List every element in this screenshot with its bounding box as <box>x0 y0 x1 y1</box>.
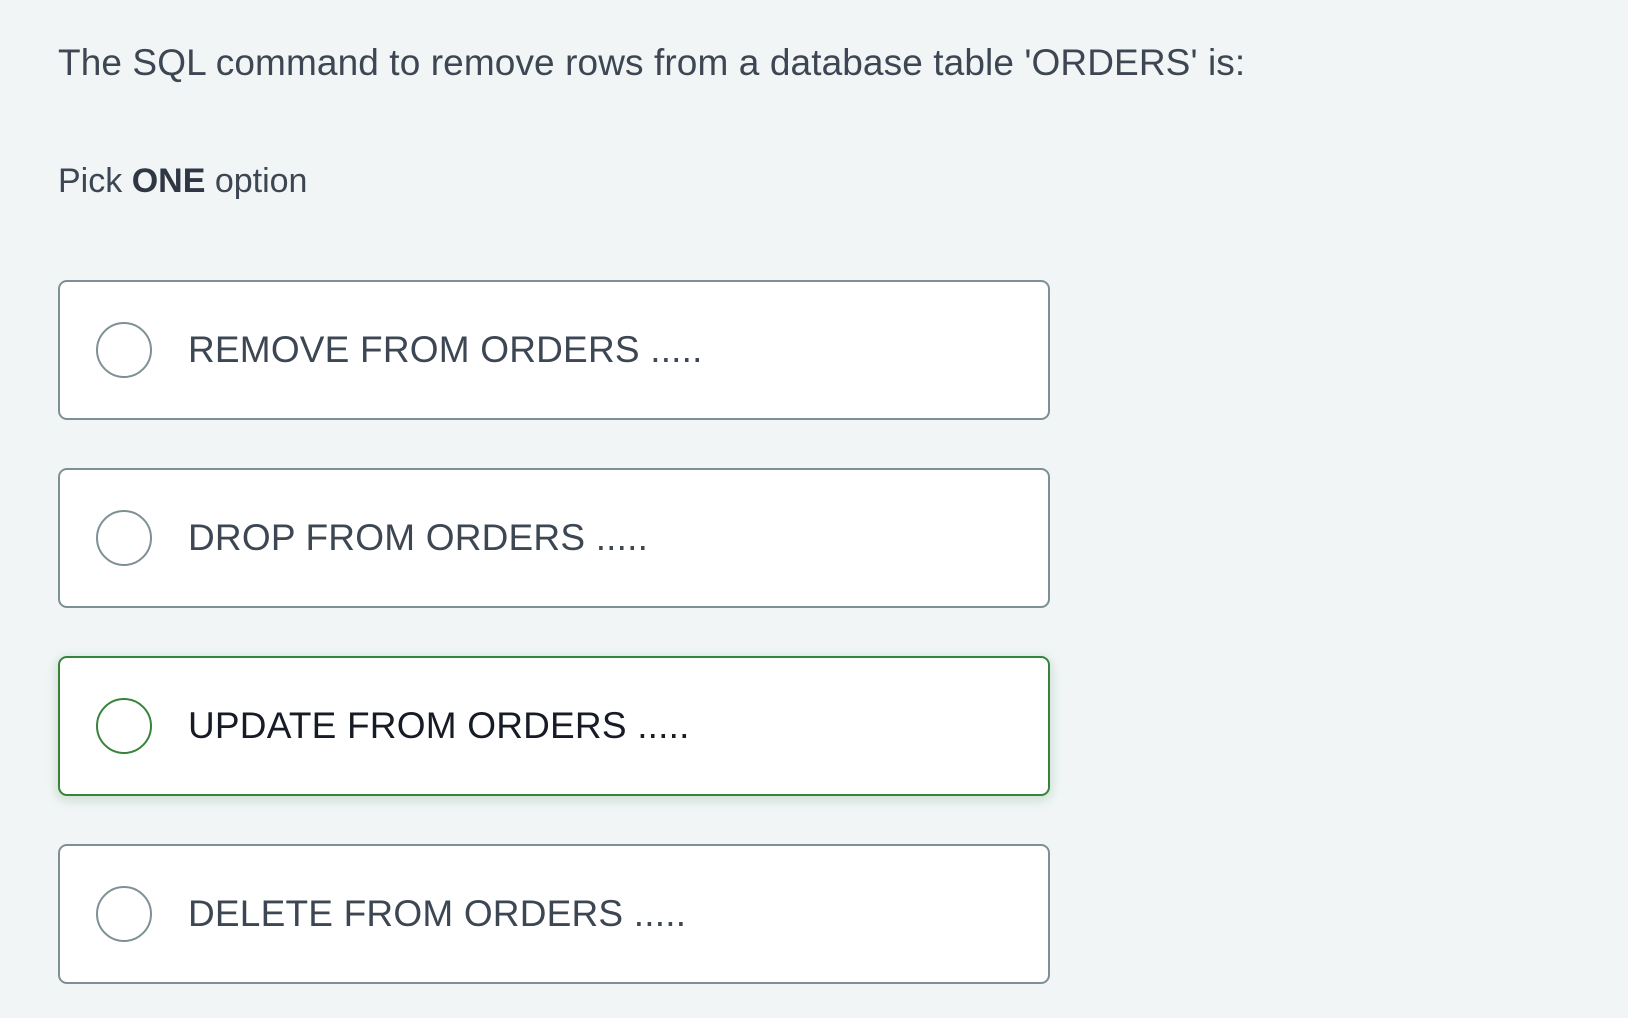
option-label: REMOVE FROM ORDERS ..... <box>188 329 703 370</box>
pick-instruction-prefix: Pick <box>58 162 132 200</box>
option-card-2[interactable]: UPDATE FROM ORDERS ..... <box>58 656 1050 796</box>
options-list: REMOVE FROM ORDERS ..... DROP FROM ORDER… <box>58 280 1050 984</box>
option-label: UPDATE FROM ORDERS ..... <box>188 705 690 746</box>
pick-instruction-suffix: option <box>205 162 308 200</box>
radio-button-icon[interactable] <box>96 510 152 566</box>
option-label: DROP FROM ORDERS ..... <box>188 517 649 558</box>
pick-instruction-emphasis: ONE <box>131 162 206 200</box>
radio-button-icon[interactable] <box>96 322 152 378</box>
option-card-3[interactable]: DELETE FROM ORDERS ..... <box>58 844 1050 984</box>
option-label: DELETE FROM ORDERS ..... <box>188 893 687 934</box>
option-card-0[interactable]: REMOVE FROM ORDERS ..... <box>58 280 1050 420</box>
radio-button-icon[interactable] <box>96 698 152 754</box>
question-prompt: The SQL command to remove rows from a da… <box>58 42 1246 83</box>
radio-button-icon[interactable] <box>96 886 152 942</box>
option-card-1[interactable]: DROP FROM ORDERS ..... <box>58 468 1050 608</box>
pick-instruction: Pick ONE option <box>58 158 307 204</box>
